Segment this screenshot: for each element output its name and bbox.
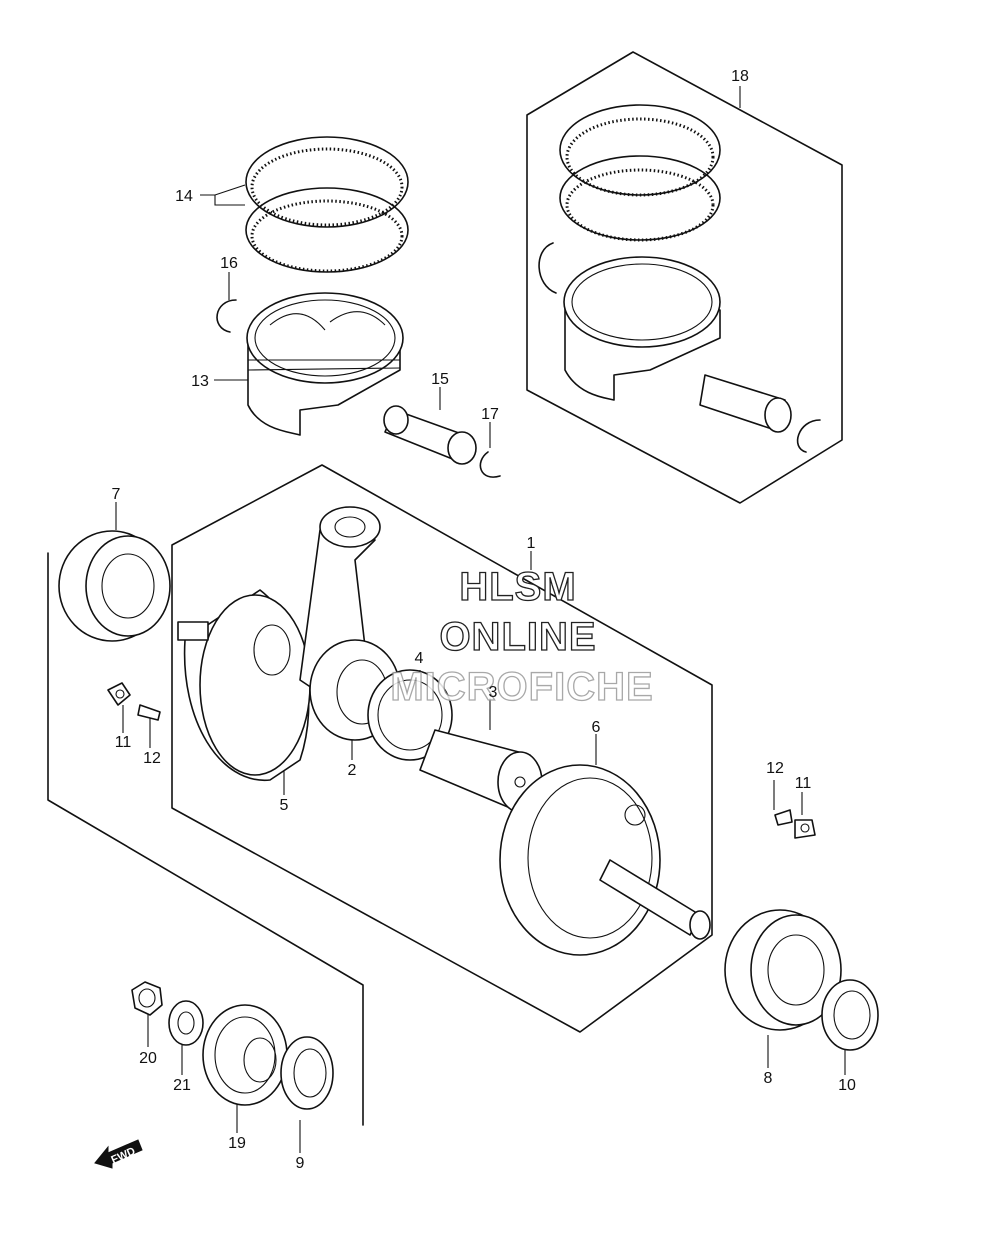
callout-19: 19	[228, 1135, 246, 1152]
nut	[131, 981, 163, 1016]
callout-7: 7	[112, 486, 121, 503]
lock-washer-screw-left	[107, 682, 161, 721]
callout-12-left: 12	[143, 750, 161, 767]
bearing-left	[58, 530, 171, 642]
primary-drive-gear	[202, 1004, 288, 1106]
piston-kit-parts	[538, 104, 821, 453]
callout-6: 6	[592, 719, 601, 736]
callout-20: 20	[139, 1050, 157, 1067]
watermark-line-3: MICROFICHE	[390, 665, 653, 709]
crank-pin	[419, 729, 543, 813]
needle-bearing	[367, 669, 453, 761]
callout-12-right: 12	[766, 760, 784, 777]
watermark: HLSM ONLINE MICROFICHE	[390, 564, 654, 709]
callout-11-left: 11	[115, 734, 132, 751]
lock-washer-screw-right	[774, 809, 816, 839]
callout-14: 14	[175, 188, 193, 205]
crank-web-left	[177, 589, 311, 781]
watermark-line-1: HLSM	[459, 565, 576, 609]
callout-8: 8	[764, 1070, 773, 1087]
washer	[168, 1000, 204, 1046]
callout-9: 9	[296, 1155, 305, 1172]
piston-pin-circlip	[216, 299, 501, 478]
callout-13: 13	[191, 373, 209, 390]
callout-15: 15	[431, 371, 449, 388]
callout-16: 16	[220, 255, 238, 272]
callout-21: 21	[173, 1077, 191, 1094]
watermark-line-2: ONLINE	[439, 615, 596, 659]
bearing-right	[724, 909, 842, 1031]
crank-web-right	[499, 764, 711, 956]
callout-2: 2	[348, 762, 357, 779]
fwd-label: FWD	[110, 1145, 138, 1166]
callout-4: 4	[415, 650, 424, 667]
oil-seal-left	[280, 1036, 334, 1110]
group-outlines	[47, 51, 843, 1126]
callout-1: 1	[527, 535, 536, 552]
callout-3: 3	[489, 684, 498, 701]
callout-5: 5	[280, 797, 289, 814]
callout-11-right: 11	[795, 775, 812, 792]
part-callouts: 1 2 3 4 5 6 7 8 9 10 11 11 12 12 13 14 1…	[112, 68, 856, 1172]
oil-seal-right	[821, 979, 879, 1051]
callout-17: 17	[481, 406, 499, 423]
callout-10: 10	[838, 1077, 856, 1094]
callout-18: 18	[731, 68, 749, 85]
piston-left	[246, 292, 404, 436]
piston-rings-left	[245, 136, 409, 273]
forward-arrow-icon: FWD	[94, 1139, 143, 1169]
piston-pin-left	[383, 405, 477, 465]
